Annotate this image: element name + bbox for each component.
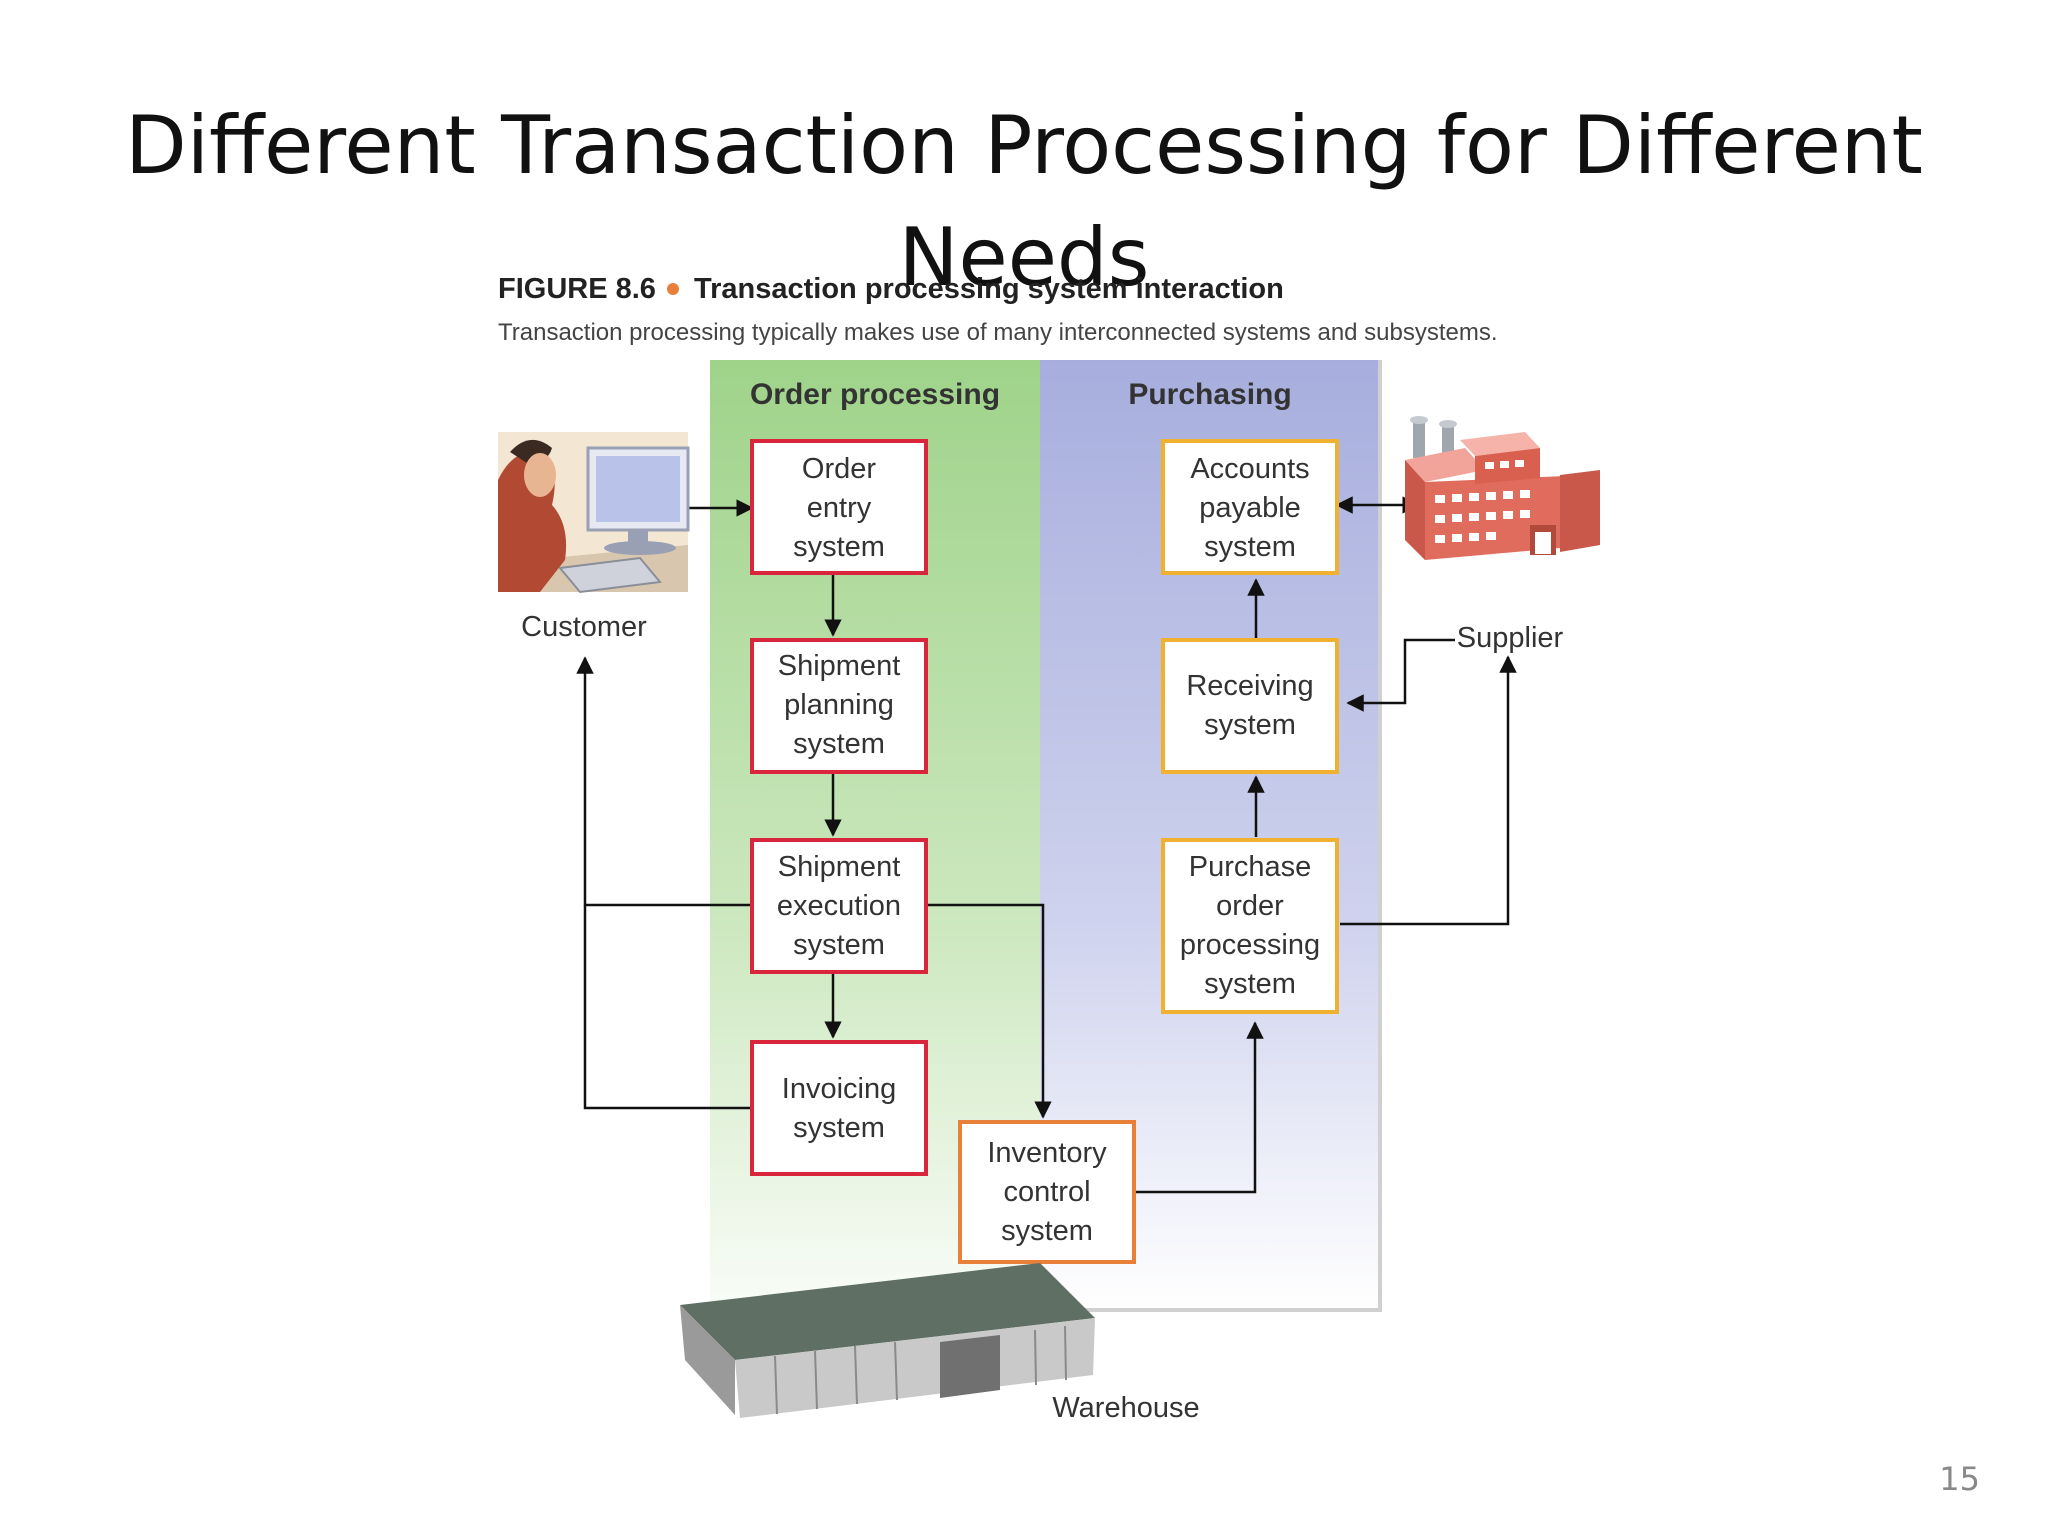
figure-bullet (667, 283, 679, 295)
connector-invoicing-customer (583, 905, 752, 1110)
inventory-control-line-1: Inventory (987, 1137, 1107, 1169)
customer-label: Customer (521, 611, 647, 643)
purchase-order-line-4: system (1204, 968, 1296, 1000)
invoicing-line-2: system (793, 1112, 885, 1144)
accounts-payable-line-1: Accounts (1190, 453, 1309, 485)
shipment-planning-line-3: system (793, 728, 885, 760)
accounts-payable-line-3: system (1204, 531, 1296, 563)
purchase-order-line-1: Purchase (1189, 851, 1312, 883)
shipment-planning-line-1: Shipment (778, 650, 901, 682)
invoicing-line-1: Invoicing (782, 1073, 896, 1105)
shipment-execution-box: Shipment execution system (750, 838, 928, 974)
connector-supplier-receiving (1346, 638, 1455, 712)
supplier-label: Supplier (1457, 622, 1564, 654)
connectors (576, 496, 1517, 1194)
accounts-payable-box: Accounts payable system (1161, 439, 1339, 575)
purchasing-band-shadow (1040, 360, 1382, 1312)
inventory-control-line-2: control (1003, 1176, 1090, 1208)
figure-caption: Transaction processing typically makes u… (498, 319, 1498, 346)
invoicing-box: Invoicing system (750, 1040, 928, 1176)
slide-title-line-2: Needs (898, 211, 1150, 304)
shipment-planning-line-2: planning (784, 689, 894, 721)
inventory-control-line-3: system (1001, 1215, 1093, 1247)
slide-title-line-1: Different Transaction Processing for Dif… (125, 99, 1923, 192)
order-entry-line-3: system (793, 531, 885, 563)
column-header-purchasing: Purchasing (1128, 378, 1291, 411)
connector-execution-inventory (926, 903, 1052, 1119)
warehouse-label: Warehouse (1052, 1392, 1199, 1424)
receiving-line-2: system (1204, 709, 1296, 741)
supplier-factory-illustration (1405, 416, 1600, 560)
receiving-line-1: Receiving (1186, 670, 1313, 702)
shipment-execution-line-1: Shipment (778, 851, 901, 883)
customer-illustration (498, 432, 690, 594)
figure-title: Transaction processing system interactio… (694, 273, 1284, 305)
order-entry-line-1: Order (802, 453, 876, 485)
warehouse-illustration (680, 1263, 1095, 1418)
inventory-control-box: Inventory control system (958, 1120, 1136, 1264)
connector-purchase-order-supplier (1340, 655, 1517, 926)
order-entry-line-2: entry (807, 492, 872, 524)
receiving-box: Receiving system (1161, 638, 1339, 774)
slide-title: Different Transaction Processing for Dif… (0, 90, 2048, 314)
shipment-execution-line-2: execution (777, 890, 901, 922)
connector-inventory-purchase-order (1135, 1021, 1264, 1194)
column-header-order-processing: Order processing (750, 378, 1000, 411)
accounts-payable-line-2: payable (1199, 492, 1301, 524)
shipment-planning-box: Shipment planning system (750, 638, 928, 774)
page-number: 15 (1939, 1460, 1980, 1498)
figure-number: FIGURE 8.6 (498, 273, 656, 305)
purchase-order-box: Purchase order processing system (1161, 838, 1339, 1014)
purchase-order-line-3: processing (1180, 929, 1320, 961)
purchase-order-line-2: order (1216, 890, 1284, 922)
shipment-execution-line-3: system (793, 929, 885, 961)
order-entry-box: Order entry system (750, 439, 928, 575)
